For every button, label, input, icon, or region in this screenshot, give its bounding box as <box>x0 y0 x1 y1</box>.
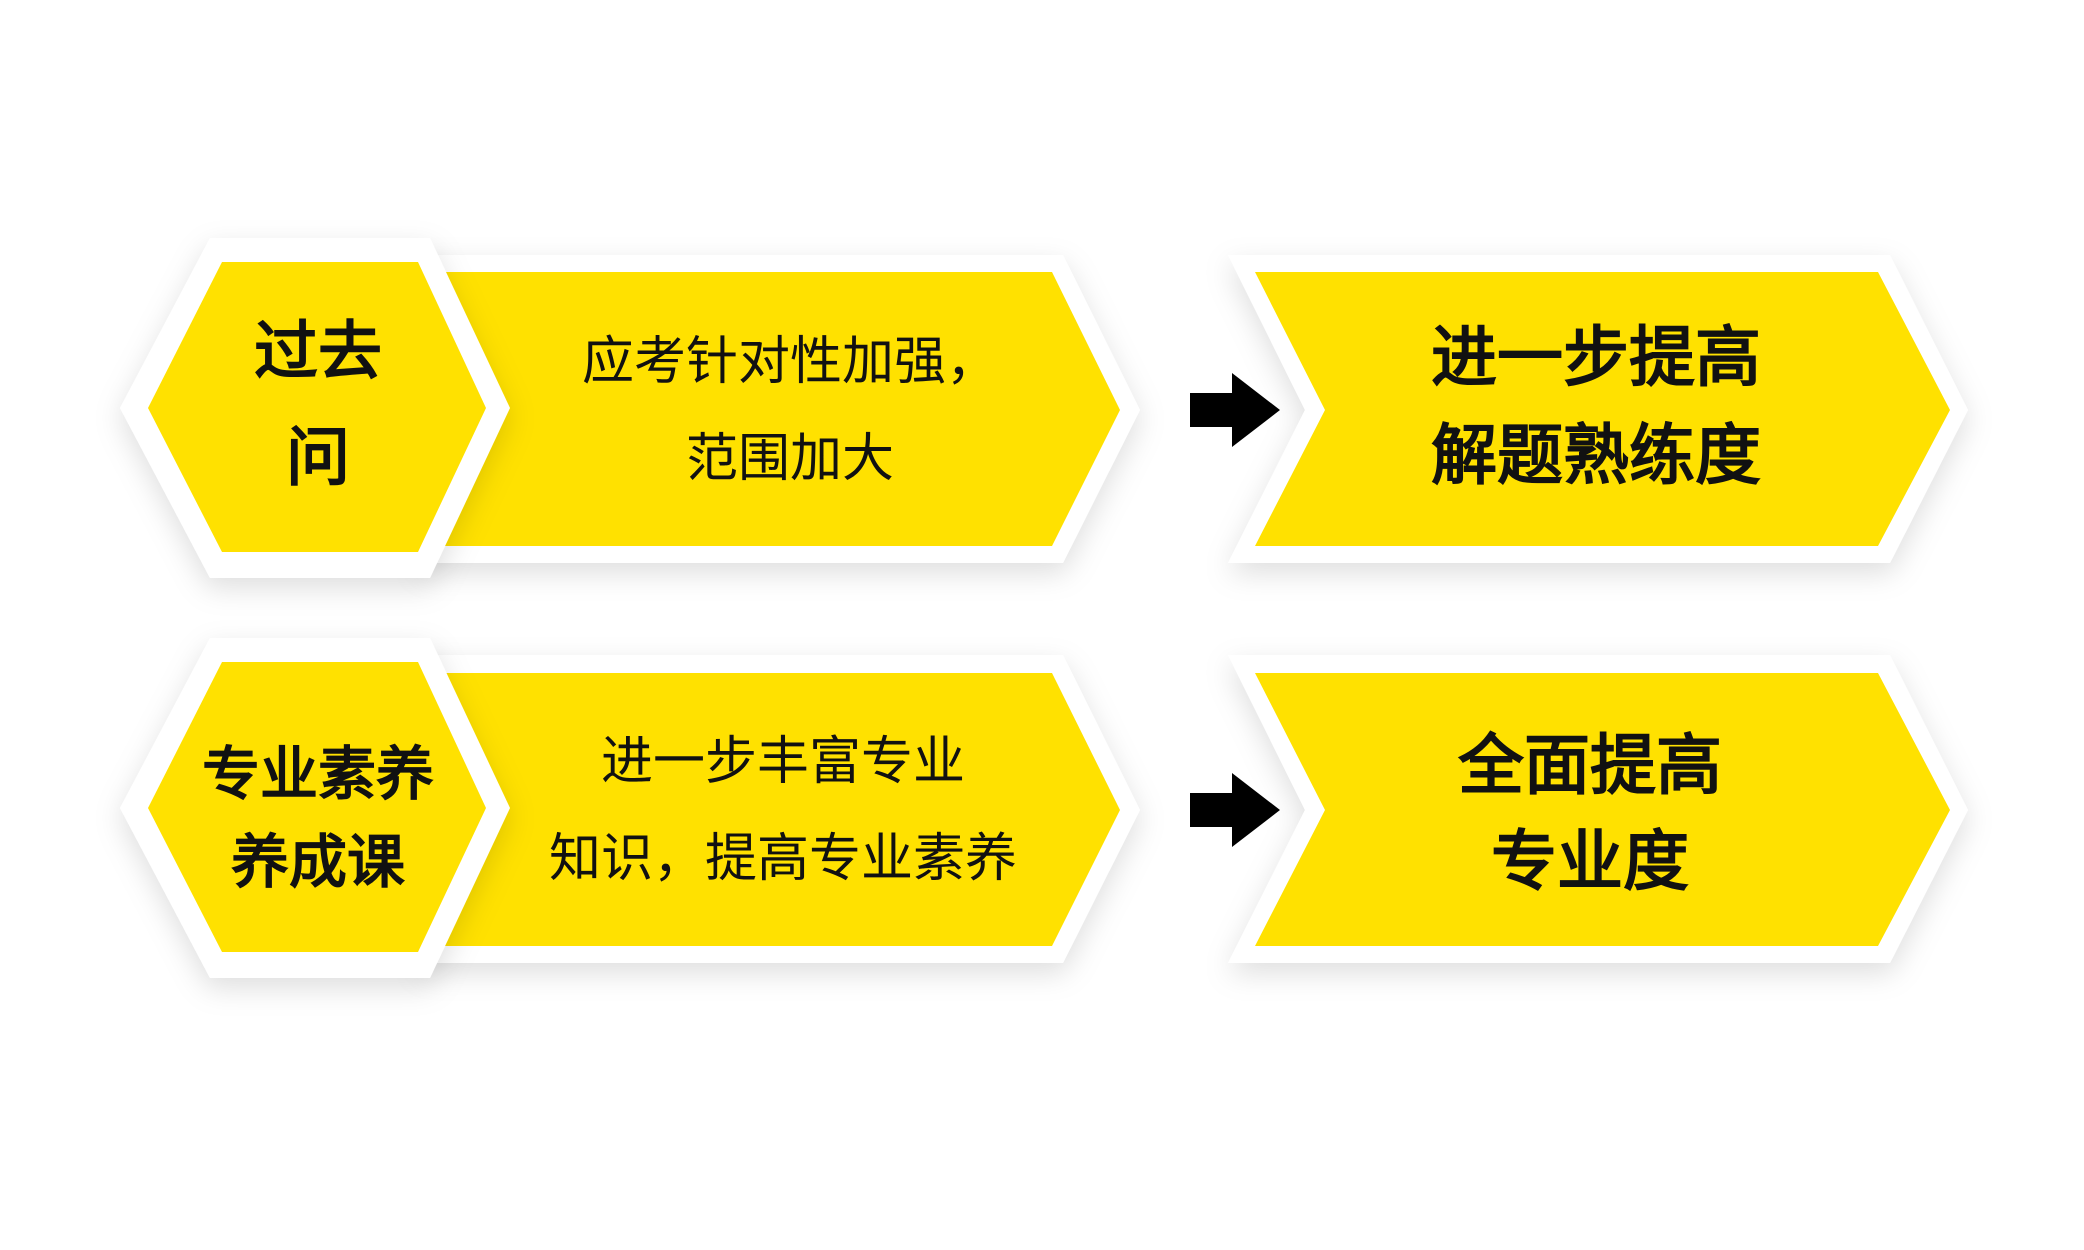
row2-hexagon: 专业素养 养成课 <box>120 638 510 978</box>
row2-arrow-icon <box>1190 773 1280 847</box>
row1-desc-line1: 应考针对性加强， <box>582 332 998 392</box>
row2-desc-chevron: 进一步丰富专业 知识，提高专业素养 <box>420 655 1140 963</box>
row2-result-chevron: 全面提高 专业度 <box>1228 655 1968 963</box>
row2-desc-line2: 知识，提高专业素养 <box>549 829 1017 889</box>
row1-desc-line2: 范围加大 <box>686 429 894 489</box>
row1-arrow-icon <box>1190 373 1280 447</box>
row2-hex-line1: 专业素养 <box>202 740 434 808</box>
row1-result-chevron: 进一步提高 解题熟练度 <box>1228 255 1968 563</box>
flow-row-1: 应考针对性加强， 范围加大 过去 问 进一步提高 解题熟练度 <box>120 238 1968 578</box>
row1-desc-chevron: 应考针对性加强， 范围加大 <box>420 255 1140 563</box>
row2-result-line2: 专业度 <box>1491 823 1689 900</box>
row1-hexagon: 过去 问 <box>120 238 510 578</box>
row1-hex-line2: 问 <box>286 422 350 496</box>
row2-hex-line2: 养成课 <box>231 828 406 896</box>
row2-desc-line1: 进一步丰富专业 <box>601 732 965 792</box>
row1-result-line2: 解题熟练度 <box>1431 417 1761 494</box>
flow-row-2: 进一步丰富专业 知识，提高专业素养 专业素养 养成课 全面提高 专业度 <box>120 638 1968 978</box>
row2-result-line1: 全面提高 <box>1457 727 1722 804</box>
row1-result-line1: 进一步提高 <box>1431 319 1761 396</box>
row1-hex-line1: 过去 <box>254 316 382 390</box>
